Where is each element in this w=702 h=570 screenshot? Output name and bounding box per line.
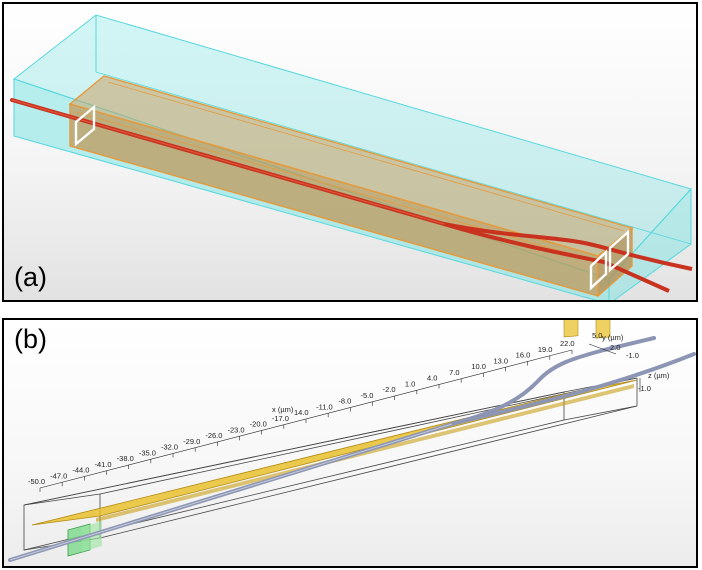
- x-tick-label: 14.0: [294, 408, 309, 417]
- x-tick-label: -38.0: [117, 454, 134, 463]
- y-tick-0: 5.0: [592, 331, 602, 340]
- x-tick-label: 10.0: [471, 362, 486, 371]
- z-axis-title: z (µm): [648, 371, 670, 380]
- x-tick-label: -47.0: [50, 471, 67, 480]
- x-tick-label: 16.0: [516, 351, 531, 360]
- x-tick-label: -26.0: [205, 431, 222, 440]
- x-tick-label: -20.0: [250, 420, 267, 429]
- bounding-box: [23, 377, 638, 551]
- x-tick-label: -35.0: [139, 448, 156, 457]
- port-monitors: [74, 104, 630, 291]
- substrate-block: [68, 75, 634, 298]
- x-axis: x (µm) -50.0 -47.0 -44.0 -41.0 -38.0 -35.0 -32…: [28, 339, 575, 492]
- panel-b-3d-view: x (µm) -50.0 -47.0 -44.0 -41.0 -38.0 -35.0 -32…: [2, 318, 698, 568]
- z-axis: z (µm) -1.0: [638, 371, 670, 393]
- x-axis-title: x (µm): [272, 405, 294, 414]
- x-tick-label: 19.0: [538, 345, 553, 354]
- x-tick-label: -11.0: [316, 402, 333, 411]
- x-tick-label: 13.0: [494, 356, 509, 365]
- panel-b-scene: x (µm) -50.0 -47.0 -44.0 -41.0 -38.0 -35.0 -32…: [8, 320, 696, 562]
- waveguides: [8, 336, 696, 562]
- y-axis-title: y (µm): [602, 333, 624, 342]
- x-tick-label: -8.0: [338, 397, 351, 406]
- x-tick-label: -5.0: [361, 391, 374, 400]
- x-tick-label: -29.0: [183, 437, 200, 446]
- panel-b-label: (b): [14, 324, 47, 354]
- x-tick-label: -41.0: [95, 460, 112, 469]
- x-tick-label: -50.0: [28, 477, 45, 486]
- panel-a-label: (a): [14, 262, 47, 292]
- x-tick-label: 7.0: [449, 368, 459, 377]
- y-axis: y (µm) 5.0 2.0 -1.0: [588, 331, 639, 360]
- x-tick-label: -17.0: [272, 414, 289, 423]
- y-tick-2: -1.0: [626, 351, 639, 360]
- panel-a-3d-view: (a): [2, 2, 698, 302]
- x-tick-label: 1.0: [405, 379, 415, 388]
- x-tick-label: -44.0: [72, 466, 89, 475]
- x-tick-label: 22.0: [560, 339, 575, 348]
- y-tick-1: 2.0: [610, 343, 620, 352]
- panel-a-scene: [10, 14, 693, 300]
- x-tick-label: -32.0: [161, 443, 178, 452]
- z-tick-0: -1.0: [638, 384, 651, 393]
- x-tick-label: -2.0: [383, 385, 396, 394]
- x-tick-label: -23.0: [228, 425, 245, 434]
- x-tick-label: 4.0: [427, 374, 437, 383]
